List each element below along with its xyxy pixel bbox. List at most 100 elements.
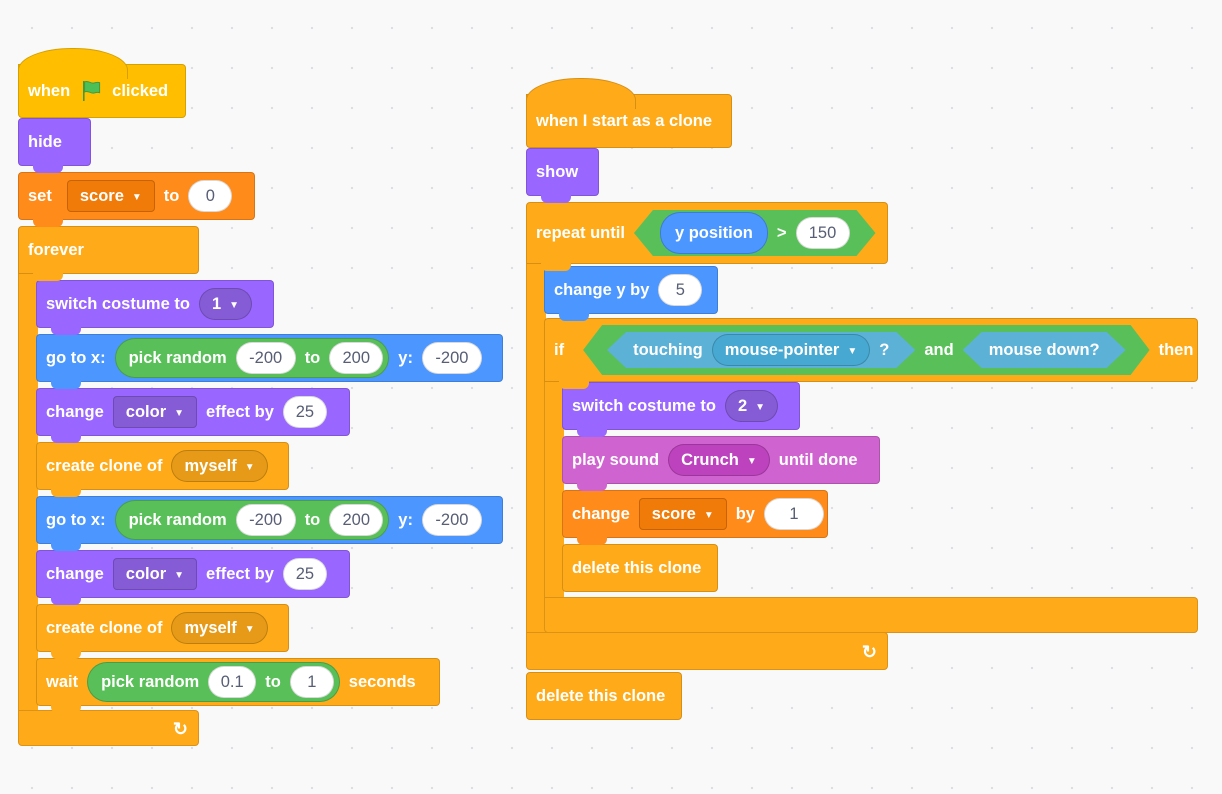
set-variable-block[interactable]: set score ▼ to 0 [18,172,255,227]
sound-dropdown[interactable]: Crunch ▼ [668,444,770,476]
dropdown-arrow-icon: ▼ [131,191,142,203]
pick-random-reporter[interactable]: pick random -200 to 200 [114,338,390,378]
variable-dropdown[interactable]: score ▼ [638,498,727,530]
clicked-label: clicked [112,81,169,100]
repeat-until-arm [526,258,546,638]
random-to-input[interactable]: 1 [289,666,334,698]
dropdown-arrow-icon: ▼ [174,569,185,581]
forever-block[interactable]: forever [18,226,199,281]
wait-block[interactable]: wait pick random 0.1 to 1 seconds [36,658,440,713]
effect-value-input[interactable]: 25 [282,396,327,428]
and-operator[interactable]: touching mouse-pointer ▼ ? and mouse dow… [583,325,1150,375]
random-from-input[interactable]: 0.1 [208,666,257,698]
pick-random-reporter[interactable]: pick random 0.1 to 1 [87,662,340,702]
when-flag-clicked-block[interactable]: when clicked [18,48,186,118]
delete-clone-label: delete this clone [572,558,702,577]
switch-costume-block[interactable]: switch costume to 2 ▼ [562,382,800,437]
y-position-label: y position [674,223,753,242]
create-clone-block[interactable]: create clone of myself ▼ [36,604,289,659]
pick-random-label: pick random [128,348,227,367]
to-label: to [304,510,321,529]
clone-target: myself [184,456,237,475]
forever-foot[interactable]: ↻ [18,710,199,746]
go-to-xy-block[interactable]: go to x: pick random -200 to 200 y: -200 [36,334,503,389]
forever-arm [18,270,38,716]
set-label: set [28,186,52,205]
to-label: to [304,348,321,367]
random-from-input[interactable]: -200 [235,342,296,374]
random-to-input[interactable]: 200 [329,504,384,536]
switch-costume-block[interactable]: switch costume to 1 ▼ [36,280,274,335]
y-label: y: [398,510,413,529]
costume-value: 2 [737,396,748,415]
y-input[interactable]: -200 [421,504,482,536]
mouse-down-reporter[interactable]: mouse down? [963,332,1126,368]
play-sound-until-done-block[interactable]: play sound Crunch ▼ until done [562,436,880,491]
when-start-as-clone-block[interactable]: when I start as a clone [526,78,732,148]
dropdown-arrow-icon: ▼ [174,407,185,419]
change-effect-block[interactable]: change color ▼ effect by 25 [36,388,350,443]
costume-value: 1 [211,294,222,313]
change-variable-block[interactable]: change score ▼ by 1 [562,490,828,545]
effect-dropdown[interactable]: color ▼ [112,396,198,428]
repeat-until-foot[interactable]: ↻ [526,632,888,670]
pick-random-label: pick random [128,510,227,529]
dropdown-arrow-icon: ▼ [755,401,766,413]
dropdown-arrow-icon: ▼ [244,461,255,473]
delete-this-clone-block[interactable]: delete this clone [526,672,682,720]
loop-arrow-icon: ↻ [861,642,877,662]
to-label: to [265,672,281,691]
costume-dropdown[interactable]: 2 ▼ [724,390,779,422]
if-then-block[interactable]: if touching mouse-pointer ▼ ? and mouse … [544,318,1198,389]
effect-dropdown[interactable]: color ▼ [112,558,198,590]
create-clone-label: create clone of [46,456,163,475]
clone-target-dropdown[interactable]: myself ▼ [171,450,268,482]
clone-target-dropdown[interactable]: myself ▼ [171,612,268,644]
show-label: show [536,162,579,181]
change-y-input[interactable]: 5 [658,274,703,306]
if-arm [544,376,564,604]
repeat-until-block[interactable]: repeat until y position > 150 [526,202,888,271]
change-label: change [572,504,630,523]
hide-block[interactable]: hide [18,118,91,173]
seconds-label: seconds [348,672,416,691]
change-label: change [46,402,104,421]
random-to-input[interactable]: 200 [329,342,384,374]
dropdown-arrow-icon: ▼ [229,299,240,311]
y-position-reporter[interactable]: y position [660,212,768,254]
change-y-label: change y by [554,280,650,299]
touching-target: mouse-pointer [724,340,840,359]
if-foot[interactable] [544,597,1198,633]
change-y-block[interactable]: change y by 5 [544,266,718,321]
random-from-input[interactable]: -200 [235,504,296,536]
effect-name: color [125,402,167,421]
greater-than-label: > [776,223,787,242]
until-done-label: until done [778,450,858,469]
repeat-until-label: repeat until [536,223,625,242]
effect-value-input[interactable]: 25 [282,558,327,590]
touching-reporter[interactable]: touching mouse-pointer ▼ ? [607,332,915,368]
if-label: if [554,340,565,359]
costume-dropdown[interactable]: 1 ▼ [198,288,253,320]
pick-random-label: pick random [101,672,200,691]
effect-name: color [125,564,167,583]
switch-costume-label: switch costume to [572,396,716,415]
threshold-input[interactable]: 150 [796,217,850,249]
switch-costume-label: switch costume to [46,294,190,313]
show-block[interactable]: show [526,148,599,203]
pick-random-reporter[interactable]: pick random -200 to 200 [114,500,390,540]
set-value-input[interactable]: 0 [188,180,233,212]
delete-this-clone-block[interactable]: delete this clone [562,544,718,592]
variable-dropdown[interactable]: score ▼ [66,180,155,212]
touching-label: touching [633,340,703,359]
go-to-xy-block[interactable]: go to x: pick random -200 to 200 y: -200 [36,496,503,551]
y-label: y: [398,348,413,367]
y-input[interactable]: -200 [421,342,482,374]
change-effect-block[interactable]: change color ▼ effect by 25 [36,550,350,605]
go-to-x-label: go to x: [46,348,106,367]
create-clone-block[interactable]: create clone of myself ▼ [36,442,289,497]
change-value-input[interactable]: 1 [763,498,824,530]
greater-than-operator[interactable]: y position > 150 [634,210,876,256]
touching-target-dropdown[interactable]: mouse-pointer ▼ [712,334,871,366]
